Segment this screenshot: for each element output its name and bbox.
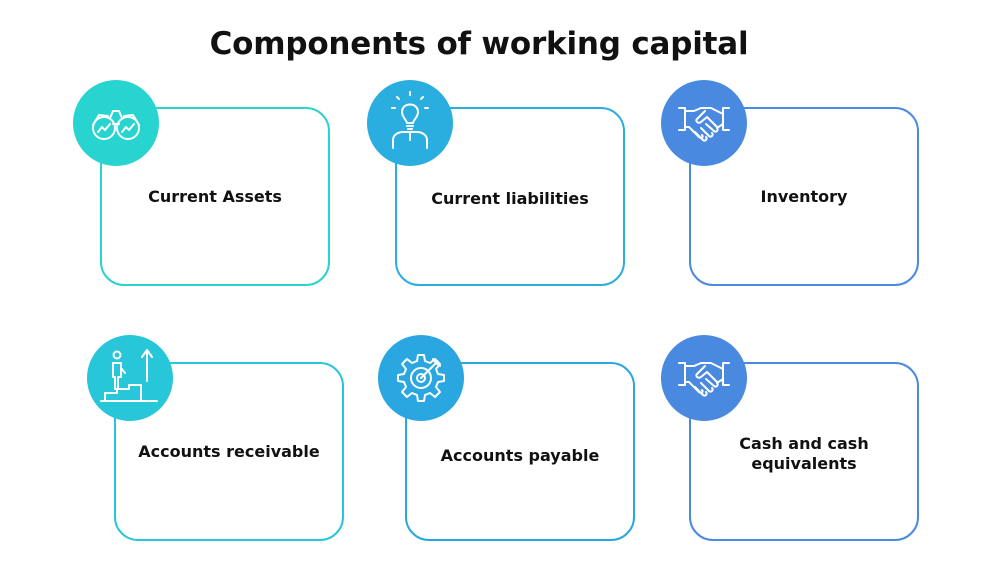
card-label: Accounts payable [440,446,600,465]
card-label: Current liabilities [431,189,589,208]
binoculars-icon [73,80,159,166]
page-title: Components of working capital [209,26,749,62]
handshake-icon [661,335,747,421]
card-accounts-payable: Accounts payable [405,362,635,541]
card-current-liabilities: Current liabilities [395,107,625,286]
handshake-icon [661,80,747,166]
card-label: Inventory [760,187,848,206]
card-label: Current Assets [148,187,282,206]
growth-steps-icon [87,335,173,421]
card-label: Accounts receivable [138,442,320,461]
card-label: Cash and cash equivalents [739,434,869,473]
gear-target-icon [378,335,464,421]
lightbulb-person-icon [367,80,453,166]
